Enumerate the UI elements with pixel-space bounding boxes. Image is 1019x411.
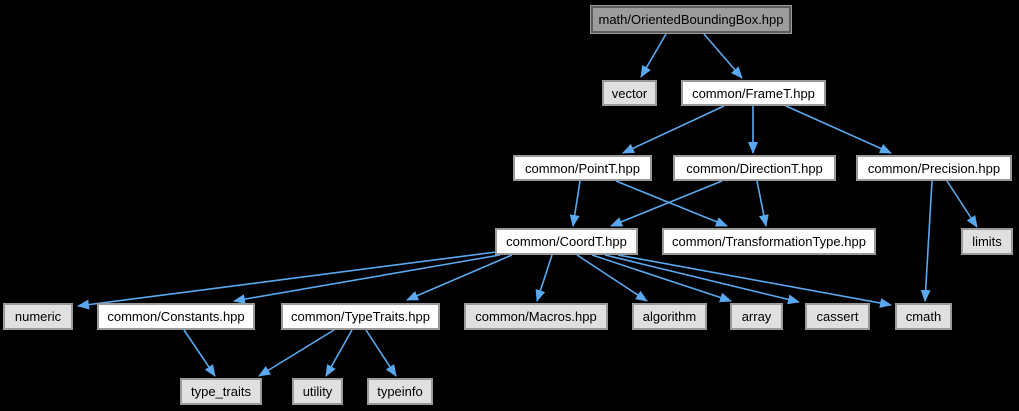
graph-edge-typetraits-to-typeinfo <box>365 329 397 377</box>
graph-node-label: common/Constants.hpp <box>107 309 245 324</box>
graph-edge-coordt-to-cmath <box>617 254 892 308</box>
graph-node-macros: common/Macros.hpp <box>464 303 608 330</box>
graph-node-coordt[interactable]: common/CoordT.hpp <box>495 228 638 255</box>
graph-node-label: limits <box>972 234 1002 249</box>
graph-node-label: cmath <box>905 309 942 324</box>
graph-node-algorithm: algorithm <box>632 303 707 330</box>
graph-edge-coordt-to-cassert <box>604 254 800 305</box>
graph-node-label: common/Macros.hpp <box>475 309 597 324</box>
graph-edge-coordt-to-array <box>591 254 732 303</box>
graph-node-typetraits[interactable]: common/TypeTraits.hpp <box>281 303 440 330</box>
graph-node-type_traits: type_traits <box>180 378 262 405</box>
graph-edge-directiont-to-transformationtype <box>756 180 769 227</box>
graph-node-limits: limits <box>961 228 1013 255</box>
graph-edge-coordt-to-numeric <box>77 251 497 310</box>
graph-node-label: common/DirectionT.hpp <box>686 160 823 176</box>
graph-edge-obb-to-vector <box>640 33 667 78</box>
graph-node-label: common/Precision.hpp <box>867 160 1001 176</box>
graph-edge-obb-to-framet <box>703 33 743 79</box>
graph-node-obb: math/OrientedBoundingBox.hpp <box>590 5 792 34</box>
graph-node-label: typeinfo <box>377 384 423 399</box>
graph-node-label: array <box>741 309 772 324</box>
graph-node-label: vector <box>611 85 648 101</box>
graph-node-label: common/FrameT.hpp <box>692 85 815 101</box>
graph-edge-precision-to-limits <box>946 180 978 228</box>
graph-edge-pointt-to-coordt <box>569 180 581 227</box>
graph-edge-precision-to-cmath <box>920 180 933 302</box>
graph-node-precision[interactable]: common/Precision.hpp <box>856 155 1012 181</box>
graph-node-cmath: cmath <box>895 303 952 330</box>
graph-edge-coordt-to-macros <box>535 254 553 302</box>
graph-edge-constants-to-type_traits <box>183 329 216 377</box>
graph-node-label: common/PointT.hpp <box>525 160 640 176</box>
graph-node-label: utility <box>302 384 333 399</box>
graph-edge-coordt-to-constants <box>233 254 501 305</box>
graph-node-label: common/TransformationType.hpp <box>672 234 866 249</box>
graph-node-label: type_traits <box>191 384 251 399</box>
graph-edge-typetraits-to-utility <box>325 329 353 377</box>
graph-node-label: numeric <box>14 309 62 324</box>
graph-node-transformationtype[interactable]: common/TransformationType.hpp <box>662 228 876 255</box>
graph-edge-coordt-to-typetraits <box>406 254 513 301</box>
graph-node-directiont[interactable]: common/DirectionT.hpp <box>673 155 836 181</box>
graph-edge-pointt-to-transformationtype <box>615 180 728 227</box>
graph-node-label: common/CoordT.hpp <box>506 234 627 249</box>
graph-edge-framet-to-pointt <box>622 105 725 154</box>
graph-node-numeric: numeric <box>3 303 73 330</box>
graph-node-framet[interactable]: common/FrameT.hpp <box>681 80 826 106</box>
graph-edge-framet-to-precision <box>785 105 892 154</box>
graph-node-cassert: cassert <box>805 303 870 330</box>
graph-node-utility: utility <box>292 378 343 405</box>
graph-node-array: array <box>730 303 783 330</box>
graph-node-typeinfo: typeinfo <box>367 378 433 405</box>
graph-edge-typetraits-to-type_traits <box>258 329 335 377</box>
graph-node-label: cassert <box>816 309 859 324</box>
graph-node-label: math/OrientedBoundingBox.hpp <box>598 12 784 27</box>
graph-edge-coordt-to-algorithm <box>576 254 648 302</box>
graph-edge-directiont-to-coordt <box>610 180 723 227</box>
graph-node-label: common/TypeTraits.hpp <box>291 309 430 324</box>
graph-node-label: algorithm <box>642 309 697 324</box>
graph-node-constants[interactable]: common/Constants.hpp <box>97 303 255 330</box>
graph-node-vector: vector <box>602 80 657 106</box>
graph-node-pointt[interactable]: common/PointT.hpp <box>513 155 652 181</box>
